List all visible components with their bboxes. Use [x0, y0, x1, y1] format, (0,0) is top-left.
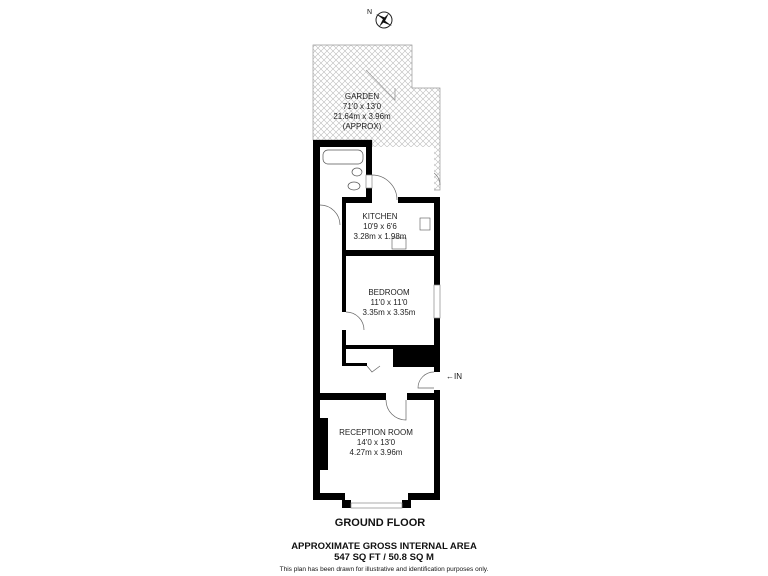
room-label-garden: GARDEN 71'0 x 13'0 21.64m x 3.96m (APPRO…	[333, 92, 390, 132]
compass-north-label: N	[367, 9, 373, 16]
sink-icon	[351, 167, 363, 177]
room-dimensions-imperial: 10'9 x 6'6	[363, 222, 397, 231]
room-label-reception: RECEPTION ROOM 14'0 x 13'0 4.27m x 3.96m	[339, 428, 413, 458]
room-name: KITCHEN	[362, 212, 398, 221]
room-note: (APPROX)	[342, 122, 382, 131]
bathtub-icon	[322, 149, 364, 165]
disclaimer: This plan has been drawn for illustrativ…	[279, 566, 489, 573]
floor-title: GROUND FLOOR	[334, 517, 426, 529]
compass-icon	[375, 11, 393, 29]
hob-icon	[419, 217, 431, 231]
area-value: 547 SQ FT / 50.8 SQ M	[334, 552, 434, 563]
room-name: GARDEN	[344, 92, 380, 101]
room-dimensions-metric: 3.28m x 1.98m	[353, 232, 407, 241]
room-dimensions-imperial: 14'0 x 13'0	[356, 438, 396, 447]
area-title: APPROXIMATE GROSS INTERNAL AREA	[291, 541, 477, 552]
room-dimensions-imperial: 11'0 x 11'0	[370, 298, 408, 307]
toilet-icon	[347, 181, 361, 191]
room-name: BEDROOM	[368, 288, 410, 297]
room-label-bedroom: BEDROOM 11'0 x 11'0 3.35m x 3.35m	[363, 288, 416, 318]
walls	[313, 140, 440, 508]
room-name: RECEPTION ROOM	[339, 428, 413, 437]
entrance-text: IN	[454, 372, 462, 381]
room-label-kitchen: KITCHEN 10'9 x 6'6 3.28m x 1.98m	[354, 212, 407, 242]
room-dimensions-metric: 3.35m x 3.35m	[362, 308, 416, 317]
area-summary: APPROXIMATE GROSS INTERNAL AREA 547 SQ F…	[0, 541, 768, 563]
room-dimensions-imperial: 71'0 x 13'0	[342, 102, 382, 111]
room-dimensions-metric: 21.64m x 3.96m	[333, 112, 391, 121]
kitchen-sink-icon	[391, 237, 407, 250]
entrance-label: ←IN	[446, 372, 462, 381]
room-dimensions-metric: 4.27m x 3.96m	[349, 448, 403, 457]
